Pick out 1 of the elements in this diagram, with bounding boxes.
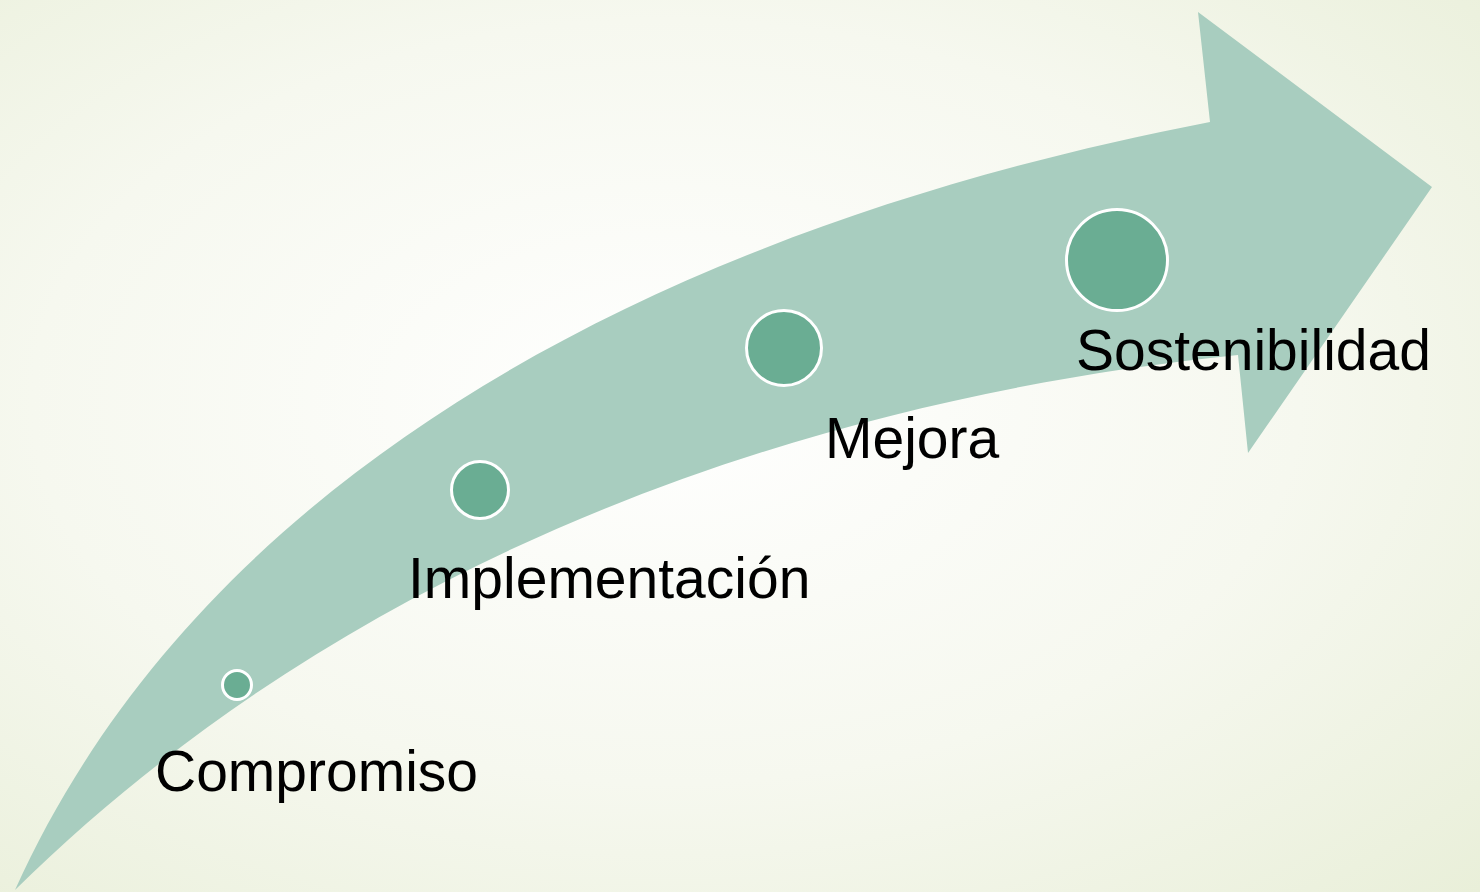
step-label: Sostenibilidad <box>1076 322 1431 379</box>
